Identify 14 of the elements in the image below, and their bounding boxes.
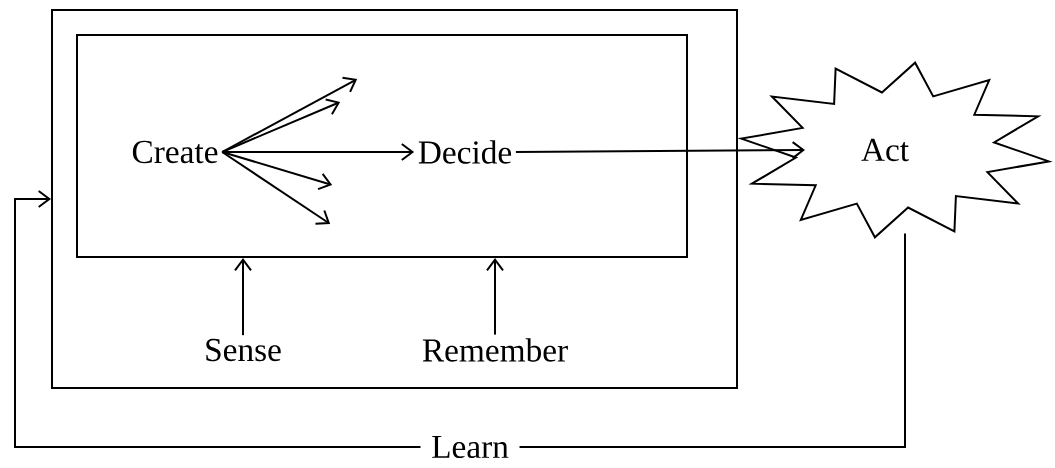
edge-label: Learn [420, 431, 520, 463]
arrow [221, 151, 333, 191]
arrow [221, 151, 331, 225]
arrow [486, 258, 504, 336]
node-text: Create [132, 140, 218, 164]
arrow [234, 258, 252, 337]
arrow [14, 190, 906, 448]
frame-box [51, 9, 738, 389]
node-text: Sense [206, 338, 281, 362]
arrow [514, 141, 805, 160]
frame-box [76, 34, 688, 258]
node-text: Decide [418, 140, 512, 164]
arrow [221, 98, 341, 153]
node-text: Remember [422, 338, 568, 362]
